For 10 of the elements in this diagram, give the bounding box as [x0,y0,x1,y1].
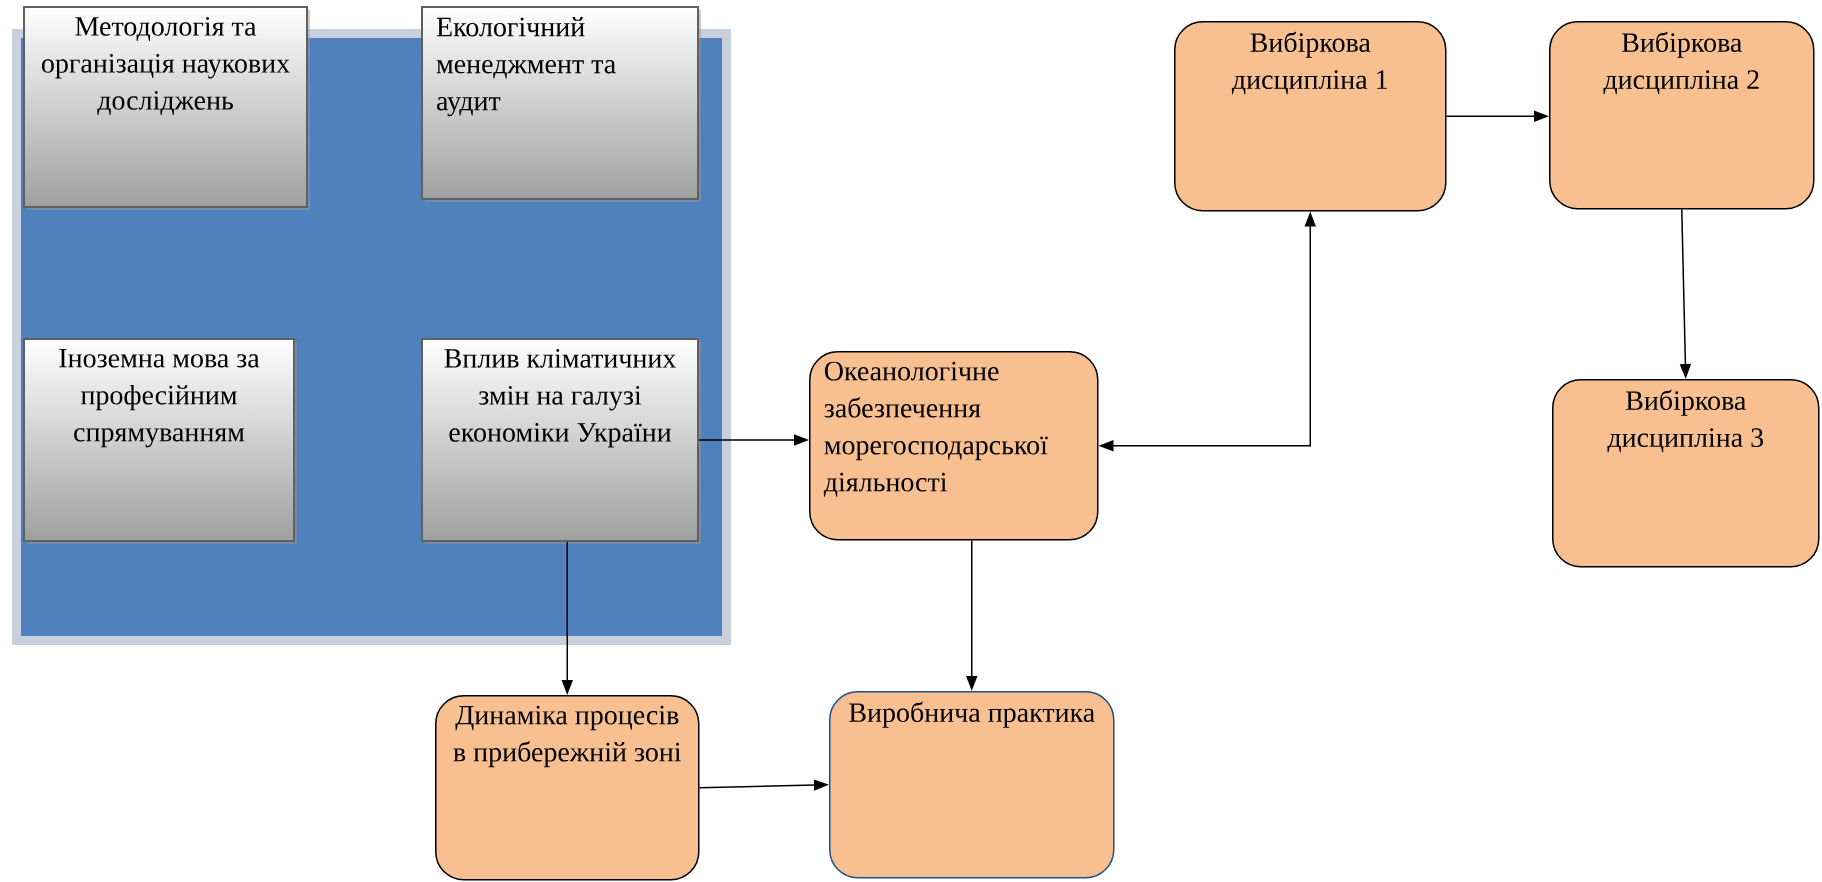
course-box: Екологічний менеджмент та аудит [421,6,701,202]
course-box: Вибіркова дисципліна 3 [1552,379,1820,568]
course-box: Іноземна мова за професійним спрямуванням [23,338,297,544]
course-box: Динаміка процесів в прибережній зоні [435,695,700,881]
course-box: Океанологічне забезпечення морегосподарської діяльності [809,351,1099,541]
course-box: Методологія та організація наукових досліджень [23,6,310,210]
course-box: Вибіркова дисципліна 2 [1549,21,1815,210]
course-box: Вплив кліматичних змін на галузі економіки України [421,338,701,544]
course-box: Виробнича практика [829,691,1115,879]
course-box: Вибіркова дисципліна 1 [1174,21,1447,212]
